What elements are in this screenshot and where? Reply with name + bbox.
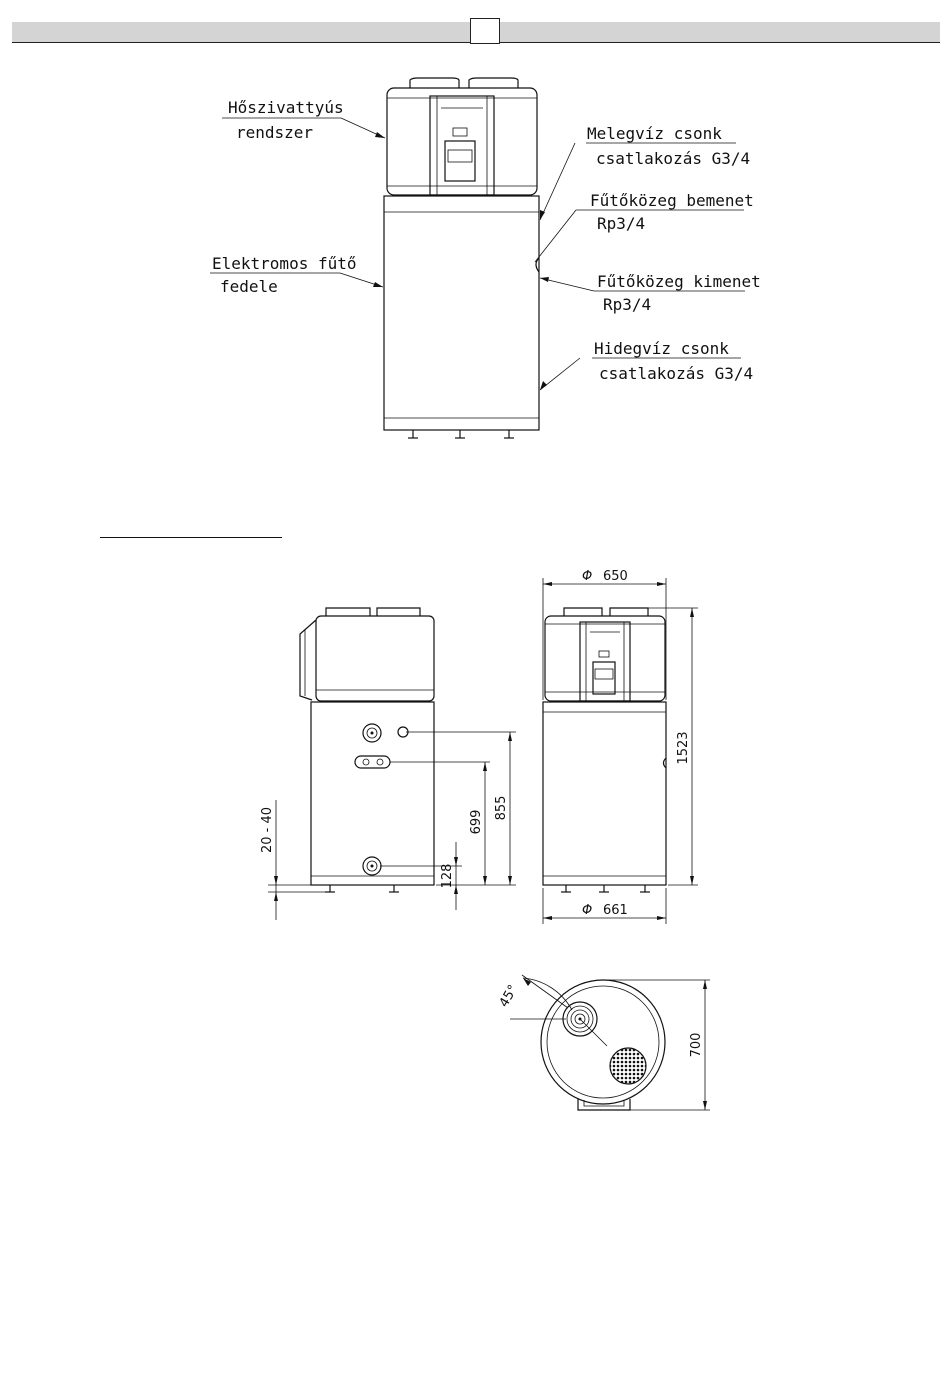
dim-128: 128: [440, 864, 455, 889]
phi-symbol-top: Φ: [582, 569, 592, 584]
label-cold-water-line1: Hidegvíz csonk: [594, 339, 729, 358]
dim-diameter-661: 661: [603, 903, 628, 918]
label-hot-water-line2: csatlakozás G3/4: [596, 149, 750, 168]
dim-feet-range: 20 - 40: [260, 807, 275, 853]
label-heat-pump-line2: rendszer: [236, 123, 313, 142]
label-heat-in-line2: Rp3/4: [597, 214, 645, 233]
dim-depth-700: 700: [689, 1033, 704, 1058]
label-heater-cover-line2: fedele: [220, 277, 278, 296]
label-heat-in-line1: Fűtőközeg bemenet: [590, 191, 754, 210]
dim-699: 699: [469, 810, 484, 835]
side-view-dimensioned: 855 699 128 20 - 40: [260, 608, 516, 920]
dim-height-1523: 1523: [676, 731, 691, 764]
label-heat-out-line2: Rp3/4: [603, 295, 651, 314]
front-view-dimensioned: Φ 650 Φ 661 1523: [543, 569, 698, 924]
label-cold-water-line2: csatlakozás G3/4: [599, 364, 753, 383]
dim-angle-45: 45°: [497, 983, 522, 1010]
front-view-labeled: Hőszivattyús rendszer Elektromos fűtő fe…: [210, 78, 761, 438]
label-hot-water-line1: Melegvíz csonk: [587, 124, 722, 143]
label-heat-pump-line1: Hőszivattyús: [228, 98, 344, 117]
phi-symbol-bottom: Φ: [582, 903, 592, 918]
label-heater-cover-line1: Elektromos fűtő: [212, 254, 357, 273]
dim-855: 855: [494, 796, 509, 821]
top-view: 45° 700: [497, 975, 710, 1110]
label-heat-out-line1: Fűtőközeg kimenet: [597, 272, 761, 291]
dim-diameter-650: 650: [603, 569, 628, 584]
